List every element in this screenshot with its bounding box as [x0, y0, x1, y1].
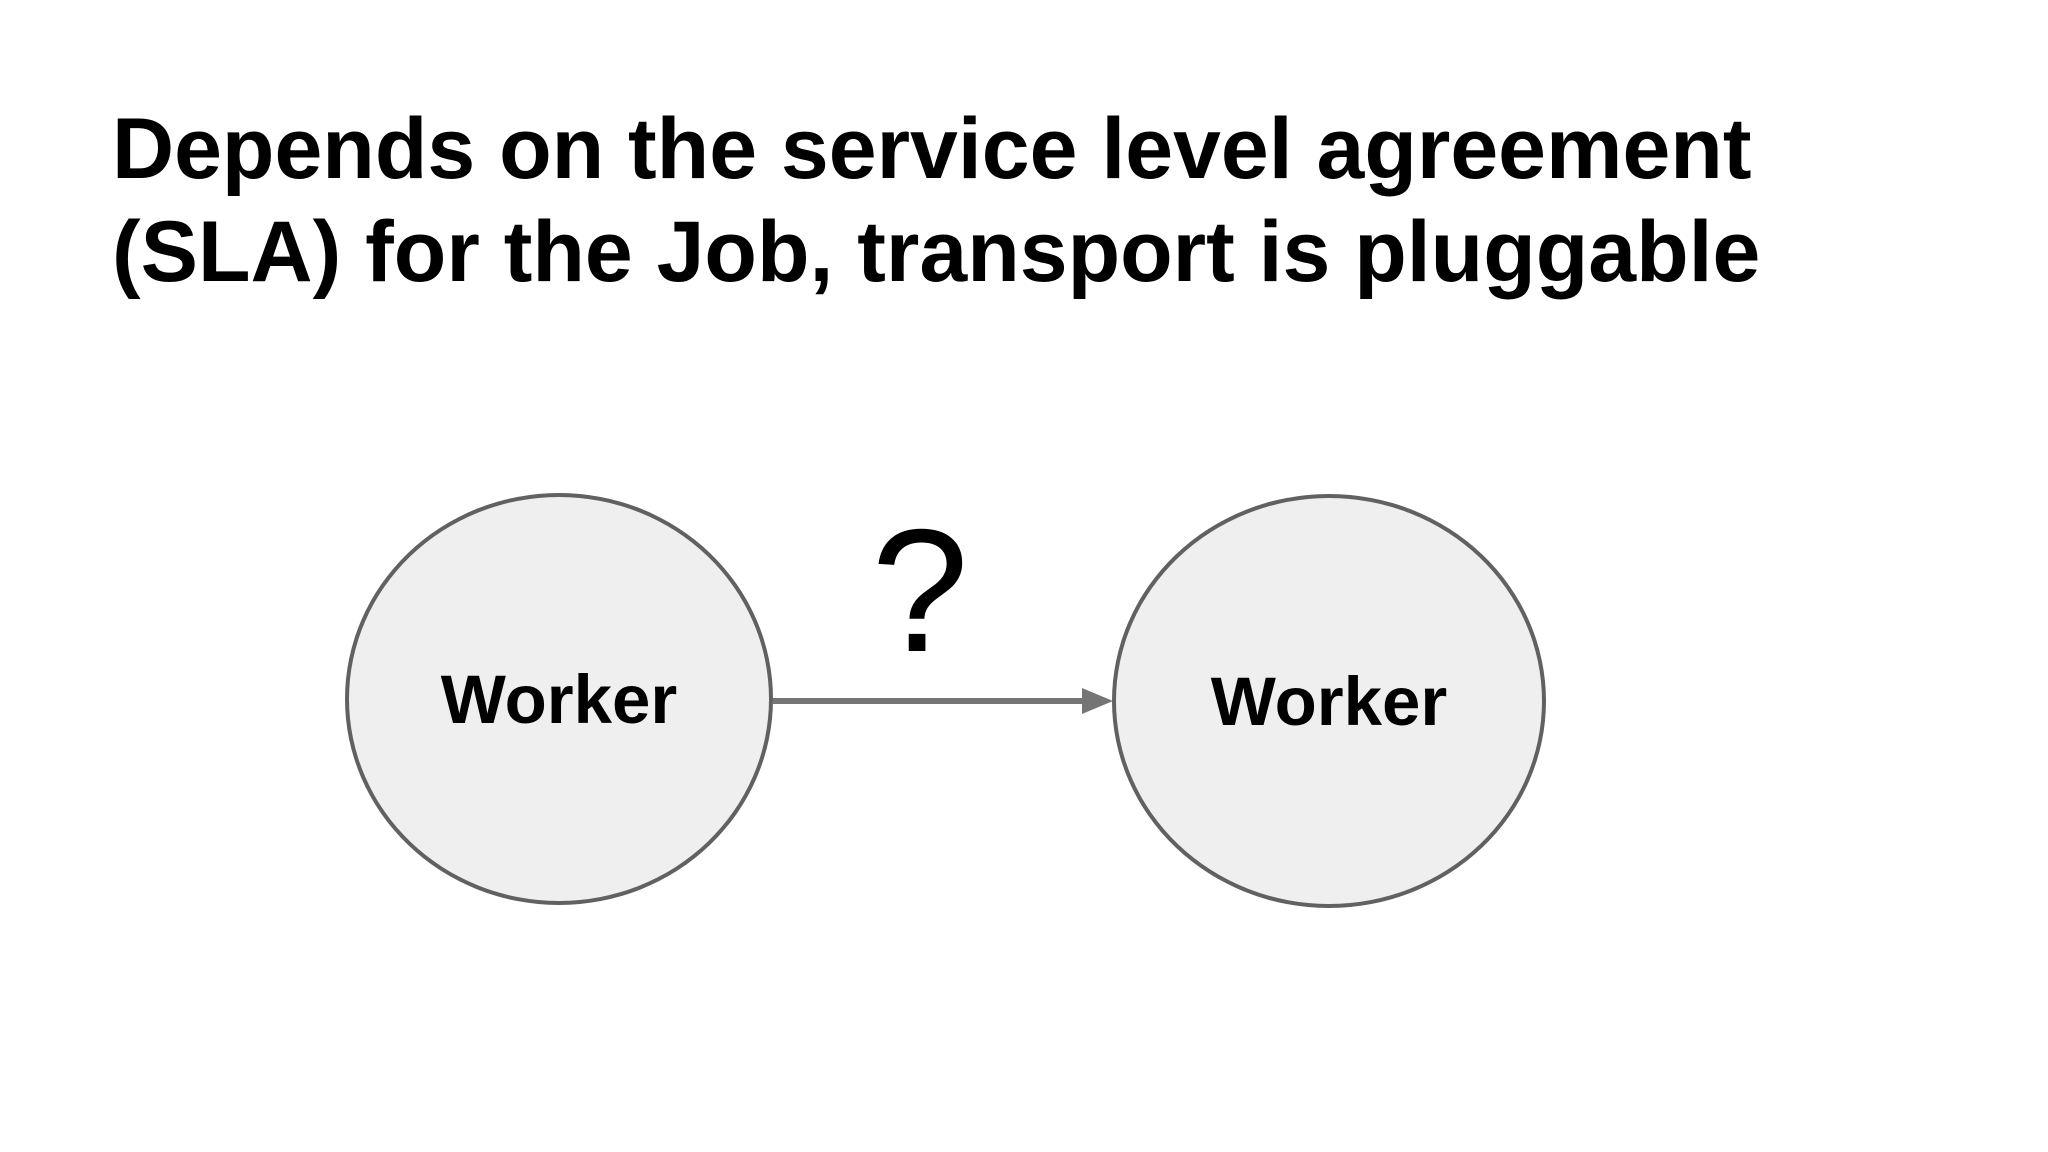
slide-title-line-1: Depends on the service level agreement	[112, 101, 1752, 197]
connector-arrowhead-icon	[1082, 688, 1113, 714]
worker-node-left-label: Worker	[440, 660, 678, 738]
connector-question-label: ?	[871, 494, 969, 689]
slide-title: Depends on the service level agreement (…	[112, 98, 1760, 304]
worker-node-right: Worker	[1112, 494, 1546, 908]
worker-node-left: Worker	[345, 493, 773, 905]
connector-arrow-line	[773, 698, 1085, 704]
slide-title-line-2: (SLA) for the Job, transport is pluggabl…	[112, 204, 1761, 300]
worker-node-right-label: Worker	[1210, 662, 1448, 740]
